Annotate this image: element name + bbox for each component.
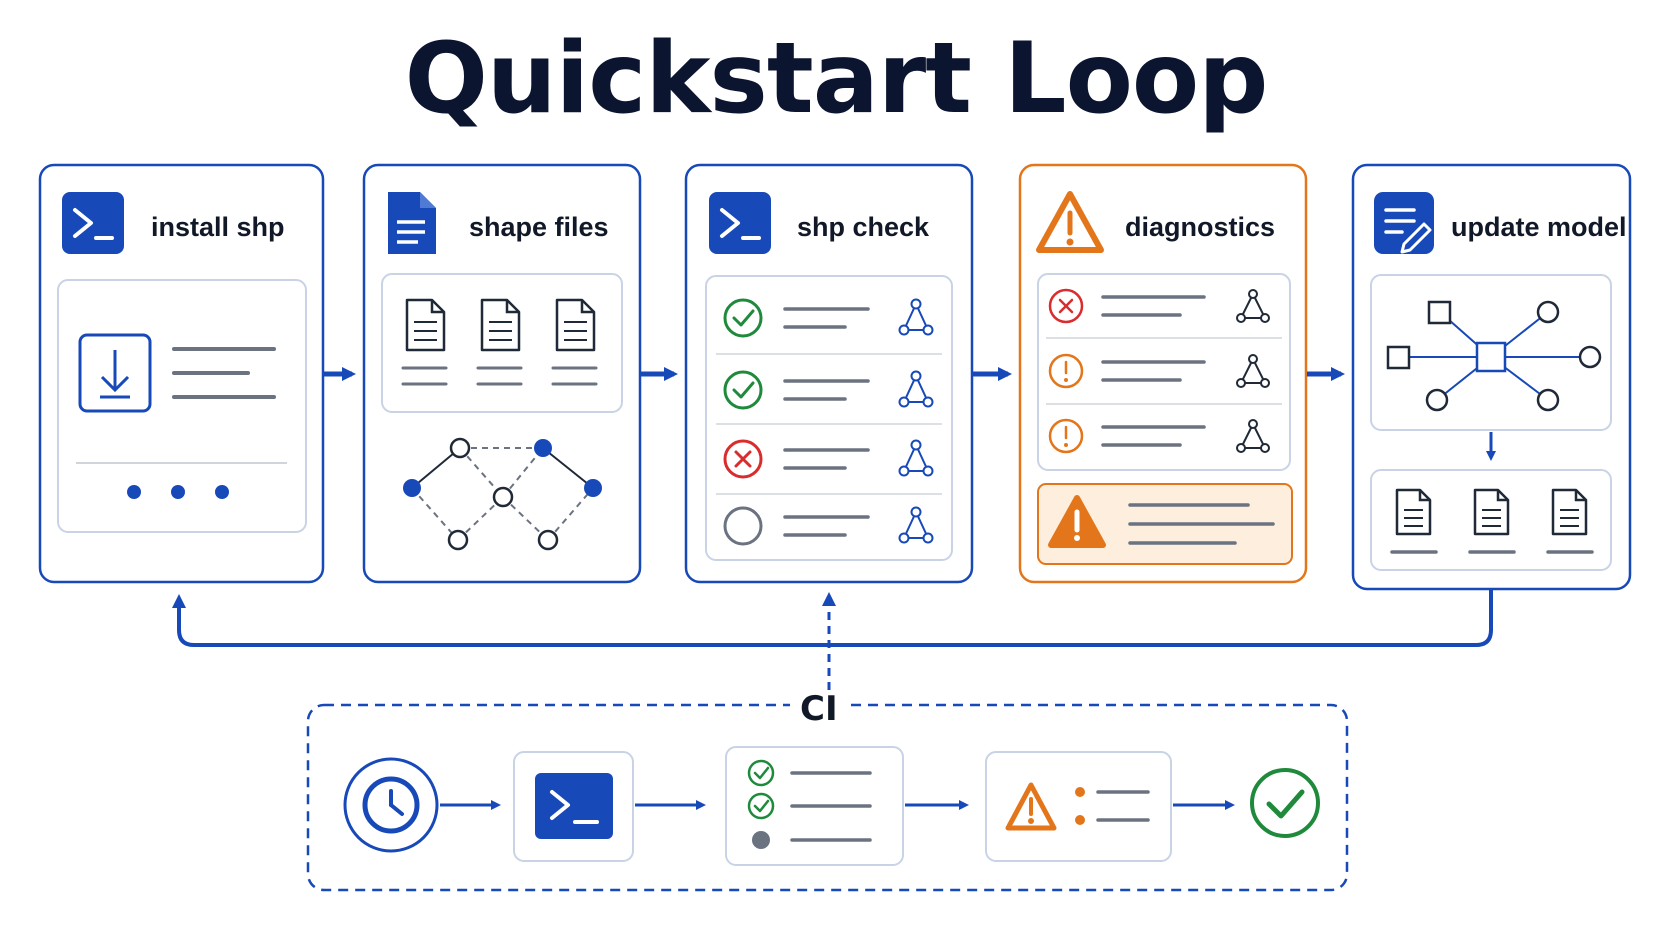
terminal-icon: [535, 773, 613, 839]
file-icon: [555, 298, 596, 352]
ci-pipeline: [306, 703, 1349, 892]
file-icon: [405, 298, 446, 352]
terminal-icon: [709, 192, 771, 254]
loop-back-arrow: [172, 590, 1493, 647]
shape-graph-icon: [898, 506, 934, 544]
error-icon: [1048, 288, 1084, 324]
shape-graph-icon: [1236, 419, 1270, 453]
warning-icon: [1036, 191, 1104, 253]
warning-summary-card: [1037, 483, 1293, 565]
file-icon: [1395, 488, 1432, 536]
download-icon: [78, 333, 152, 413]
step-label-install-shp: install shp: [151, 212, 285, 242]
check-pass-icon: [723, 370, 763, 410]
success-check-icon: [1250, 768, 1320, 838]
step-shape-files: [362, 163, 642, 584]
check-fail-icon: [723, 439, 763, 479]
pending-dot-icon: [752, 831, 770, 849]
step-install-shp: [38, 163, 325, 584]
document-icon: [388, 192, 436, 254]
file-icon: [1551, 488, 1588, 536]
shape-graph-icon: [898, 370, 934, 408]
clock-icon: [343, 757, 439, 853]
step-label-diagnostics: diagnostics: [1125, 212, 1276, 242]
edit-document-icon: [1374, 192, 1434, 254]
terminal-icon: [62, 192, 124, 254]
shape-graph-icon: [898, 439, 934, 477]
step-label-shp-check: shp check: [797, 212, 930, 242]
shape-graph-icon: [898, 298, 934, 336]
file-icon: [1473, 488, 1510, 536]
check-pass-icon: [723, 298, 763, 338]
check-pass-icon: [747, 759, 775, 787]
shape-graph-icon: [1236, 289, 1270, 323]
check-pass-icon: [747, 792, 775, 820]
step-update-model: [1351, 163, 1632, 591]
step-shp-check: [684, 163, 974, 584]
step-label-update-model: update model: [1451, 212, 1627, 242]
page-title: Quickstart Loop: [404, 22, 1269, 136]
check-pending-icon: [723, 506, 763, 546]
alert-icon: [1048, 353, 1084, 389]
shape-graph-icon: [1236, 354, 1270, 388]
alert-icon: [1048, 418, 1084, 454]
step-label-shape-files: shape files: [469, 212, 609, 242]
model-graph-icon: [1386, 300, 1602, 412]
shape-graph-icon: [403, 437, 602, 551]
step-diagnostics: [1018, 163, 1308, 584]
file-icon: [480, 298, 521, 352]
warning-icon: [1005, 782, 1057, 831]
ci-label: CI: [790, 692, 848, 726]
